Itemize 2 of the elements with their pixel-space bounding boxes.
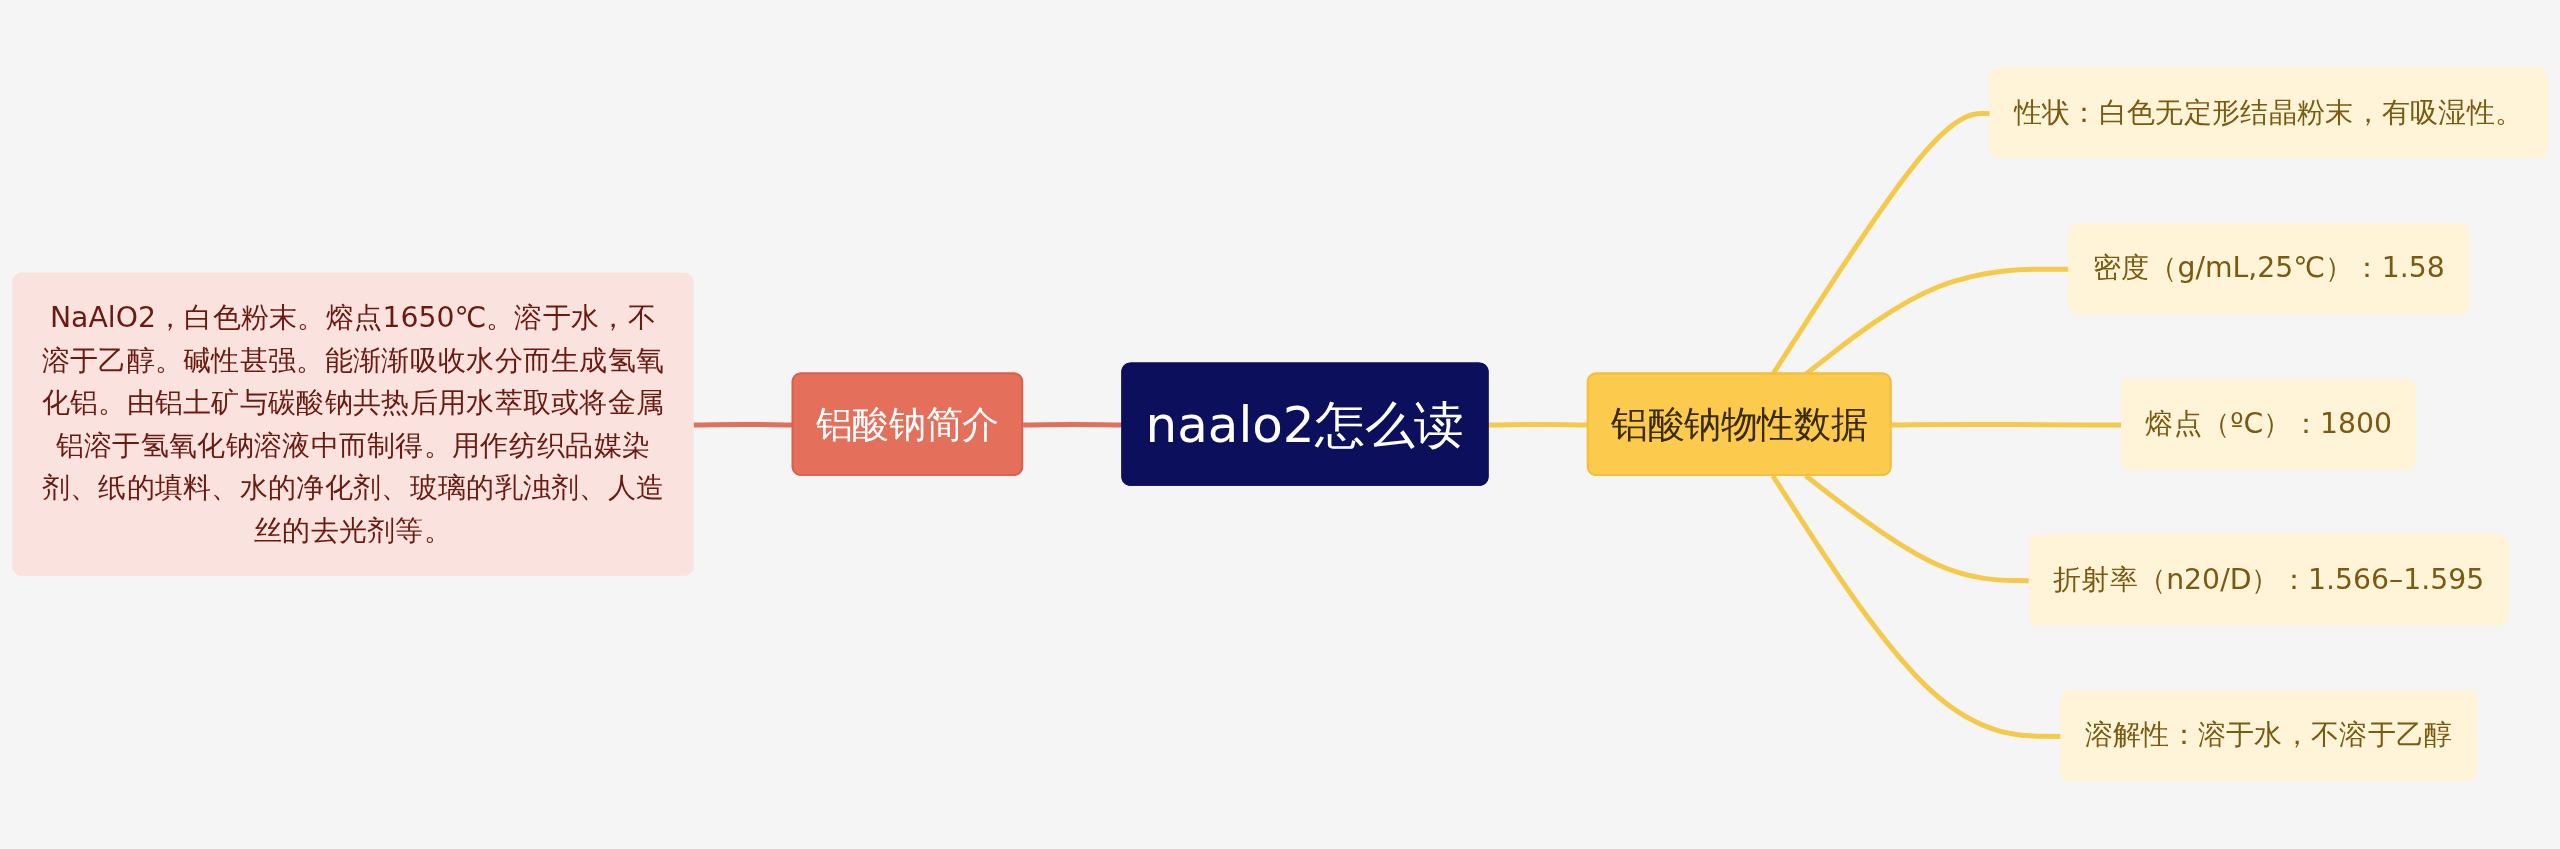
- connector: [1488, 422, 1589, 428]
- connector: [1891, 422, 2123, 428]
